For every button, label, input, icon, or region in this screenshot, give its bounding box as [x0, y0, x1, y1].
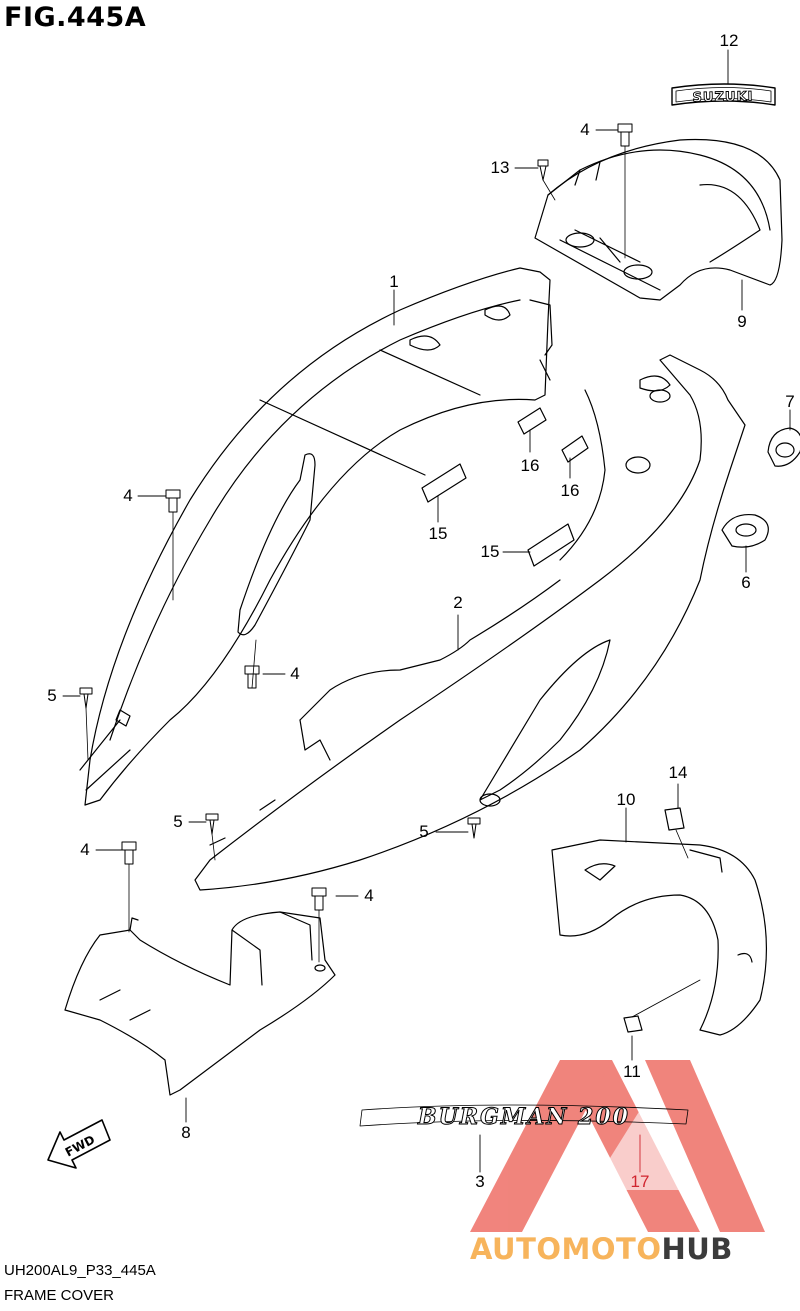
callout-5-mid: 5	[173, 812, 183, 831]
callout-13: 13	[490, 158, 510, 177]
callout-4-left: 4	[123, 486, 133, 505]
part-3-burgman-emblem-outline	[359, 1104, 689, 1127]
callout-10: 10	[616, 790, 636, 809]
callout-14: 14	[668, 763, 688, 782]
part-2-frame-cover-right	[194, 354, 746, 891]
part-6-grommet	[721, 513, 769, 548]
callout-6: 6	[741, 573, 751, 592]
figure-title: FIG.445A	[4, 2, 147, 33]
part-16-pad-upper	[517, 407, 547, 435]
callout-15-a: 15	[428, 524, 448, 543]
diagram-code: UH200AL9_P33_445A	[4, 1262, 156, 1279]
part-15-pad-lower	[527, 523, 575, 567]
fastener-pushrivets	[79, 123, 633, 911]
callout-11: 11	[623, 1062, 641, 1081]
suzuki-emblem-text: SUZUKI	[692, 89, 753, 105]
burgman-emblem-text: BURGMAN 200	[417, 1104, 630, 1130]
part-7-grommet	[767, 427, 800, 467]
fwd-arrow-icon	[47, 1119, 111, 1169]
callout-8: 8	[181, 1123, 191, 1142]
callout-1: 1	[389, 272, 399, 291]
callout-4-top: 4	[580, 120, 590, 139]
part-10-rear-fender	[551, 807, 768, 1036]
callout-4-lower-left: 4	[80, 840, 90, 859]
callout-9: 9	[737, 312, 747, 331]
diagram-caption: FRAME COVER	[4, 1287, 115, 1304]
callout-5-right: 5	[419, 822, 429, 841]
callout-7: 7	[785, 392, 795, 411]
alignment-lines	[85, 145, 701, 1018]
part-15-pad-upper	[421, 463, 467, 503]
callout-17: 17	[630, 1172, 650, 1191]
part-8-lower-cover	[64, 911, 336, 1096]
callout-4-mid: 4	[290, 664, 300, 683]
watermark-text-part1: AUTOMOTO	[470, 1232, 662, 1266]
callout-5-left: 5	[47, 686, 57, 705]
callout-4-lower-right: 4	[364, 886, 374, 905]
part-11-clip	[623, 1015, 643, 1033]
callout-3: 3	[475, 1172, 485, 1191]
callout-16-b: 16	[560, 481, 580, 500]
callout-2: 2	[453, 593, 463, 612]
watermark-text-part2: HUB	[661, 1232, 733, 1266]
part-9-rear-cover	[534, 138, 783, 301]
watermark-logo-shape	[470, 1060, 765, 1232]
part-12-suzuki-emblem	[671, 83, 776, 106]
callout-16-a: 16	[520, 456, 540, 475]
leader-lines	[62, 49, 791, 1173]
part-1-frame-cover-left	[79, 267, 553, 806]
callout-15-b: 15	[480, 542, 500, 561]
callout-12: 12	[719, 31, 739, 50]
part-16-pad-lower	[561, 435, 589, 463]
watermark-text: AUTOMOTOHUB	[470, 1232, 733, 1266]
